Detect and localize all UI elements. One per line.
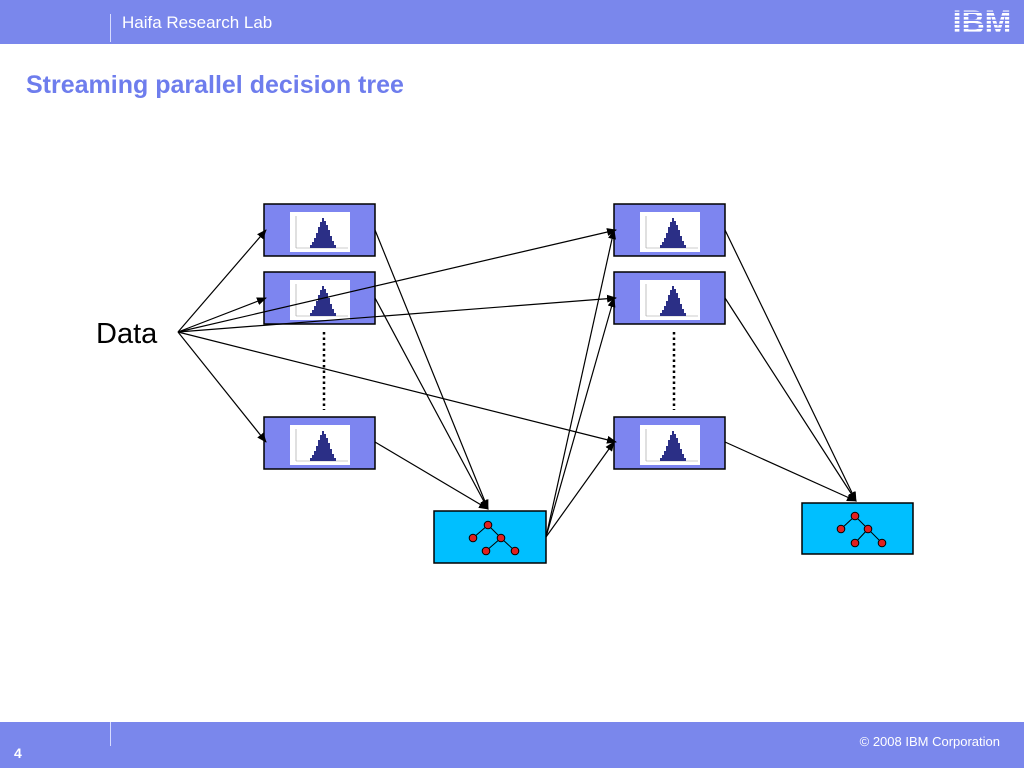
arrow-data-to-right-bottom [177,331,617,444]
histogram-panel-left-bottom [263,416,376,470]
tree-panels [433,502,914,564]
ellipsis-dots [322,332,676,410]
tree-panel-first [433,510,547,564]
arrow-left-top-to-tree [374,229,489,510]
tree-panel-second [801,502,914,555]
arrow-tree-to-right-bottom [545,441,615,538]
page-title: Streaming parallel decision tree [26,71,404,99]
arrow-right-middle-to-tree [724,297,857,502]
decision-tree-icon [836,511,887,548]
ibm-logo-text: IBM [953,5,1012,37]
arrow-left-bottom-to-tree [374,441,489,510]
copyright: © 2008 IBM Corporation [859,734,1000,749]
data-source-label: Data [96,318,158,350]
decision-tree-icon [468,520,520,556]
ibm-logo: IBM [953,5,1012,37]
arrow-tree-to-right-top [545,229,616,538]
histogram-panel-left-top [263,203,376,257]
histogram-panels [263,203,726,470]
arrow-data-to-right-middle [177,294,617,333]
arrow-tree-to-right-middle [545,297,616,538]
arrow-data-to-left-middle [177,297,267,333]
arrow-data-to-left-top [177,229,267,333]
histogram-panel-right-top [613,203,726,257]
histogram-panel-right-middle [613,271,726,325]
footer-bar: 4 © 2008 IBM Corporation [0,722,1024,768]
header-divider [110,14,111,42]
lab-name: Haifa Research Lab [122,13,273,32]
histogram-icon [290,280,350,320]
arrow-left-middle-to-tree [374,297,489,510]
header-bar: Haifa Research Lab IBM [0,0,1024,44]
histogram-icon [290,425,350,465]
histogram-icon [640,212,700,252]
histogram-panel-left-middle [263,271,376,325]
arrows [177,228,857,538]
page-number: 4 [14,745,22,761]
arrow-right-bottom-to-tree [724,441,857,502]
footer-divider [110,722,111,746]
arrow-data-to-right-top [177,228,617,333]
arrow-right-top-to-tree [724,229,857,502]
histogram-icon [640,425,700,465]
histogram-icon [640,280,700,320]
arrow-data-to-left-bottom [177,331,267,443]
histogram-icon [290,212,350,252]
histogram-panel-right-bottom [613,416,726,470]
